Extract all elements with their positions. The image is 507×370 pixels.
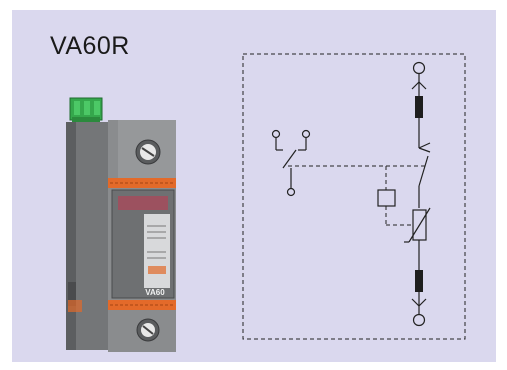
enclosure-boundary	[242, 53, 466, 340]
green-terminal-block	[69, 97, 103, 123]
module-label-plate	[144, 214, 170, 288]
relay-contact-icon	[271, 129, 311, 197]
thermal-element-icon	[377, 189, 396, 207]
schematic-diagram	[242, 53, 466, 340]
bottom-terminal-icon	[411, 298, 427, 327]
disconnect-switch-icon	[418, 142, 431, 208]
bottom-fuse-icon	[415, 270, 423, 292]
model-title: VA60R	[50, 32, 130, 60]
surge-arrester-device: VA60	[66, 97, 176, 352]
status-window	[118, 196, 168, 210]
top-fuse-icon	[415, 96, 423, 118]
mechanical-linkage	[288, 165, 426, 226]
module-front-label: VA60	[145, 288, 165, 297]
top-terminal-icon	[411, 61, 427, 90]
